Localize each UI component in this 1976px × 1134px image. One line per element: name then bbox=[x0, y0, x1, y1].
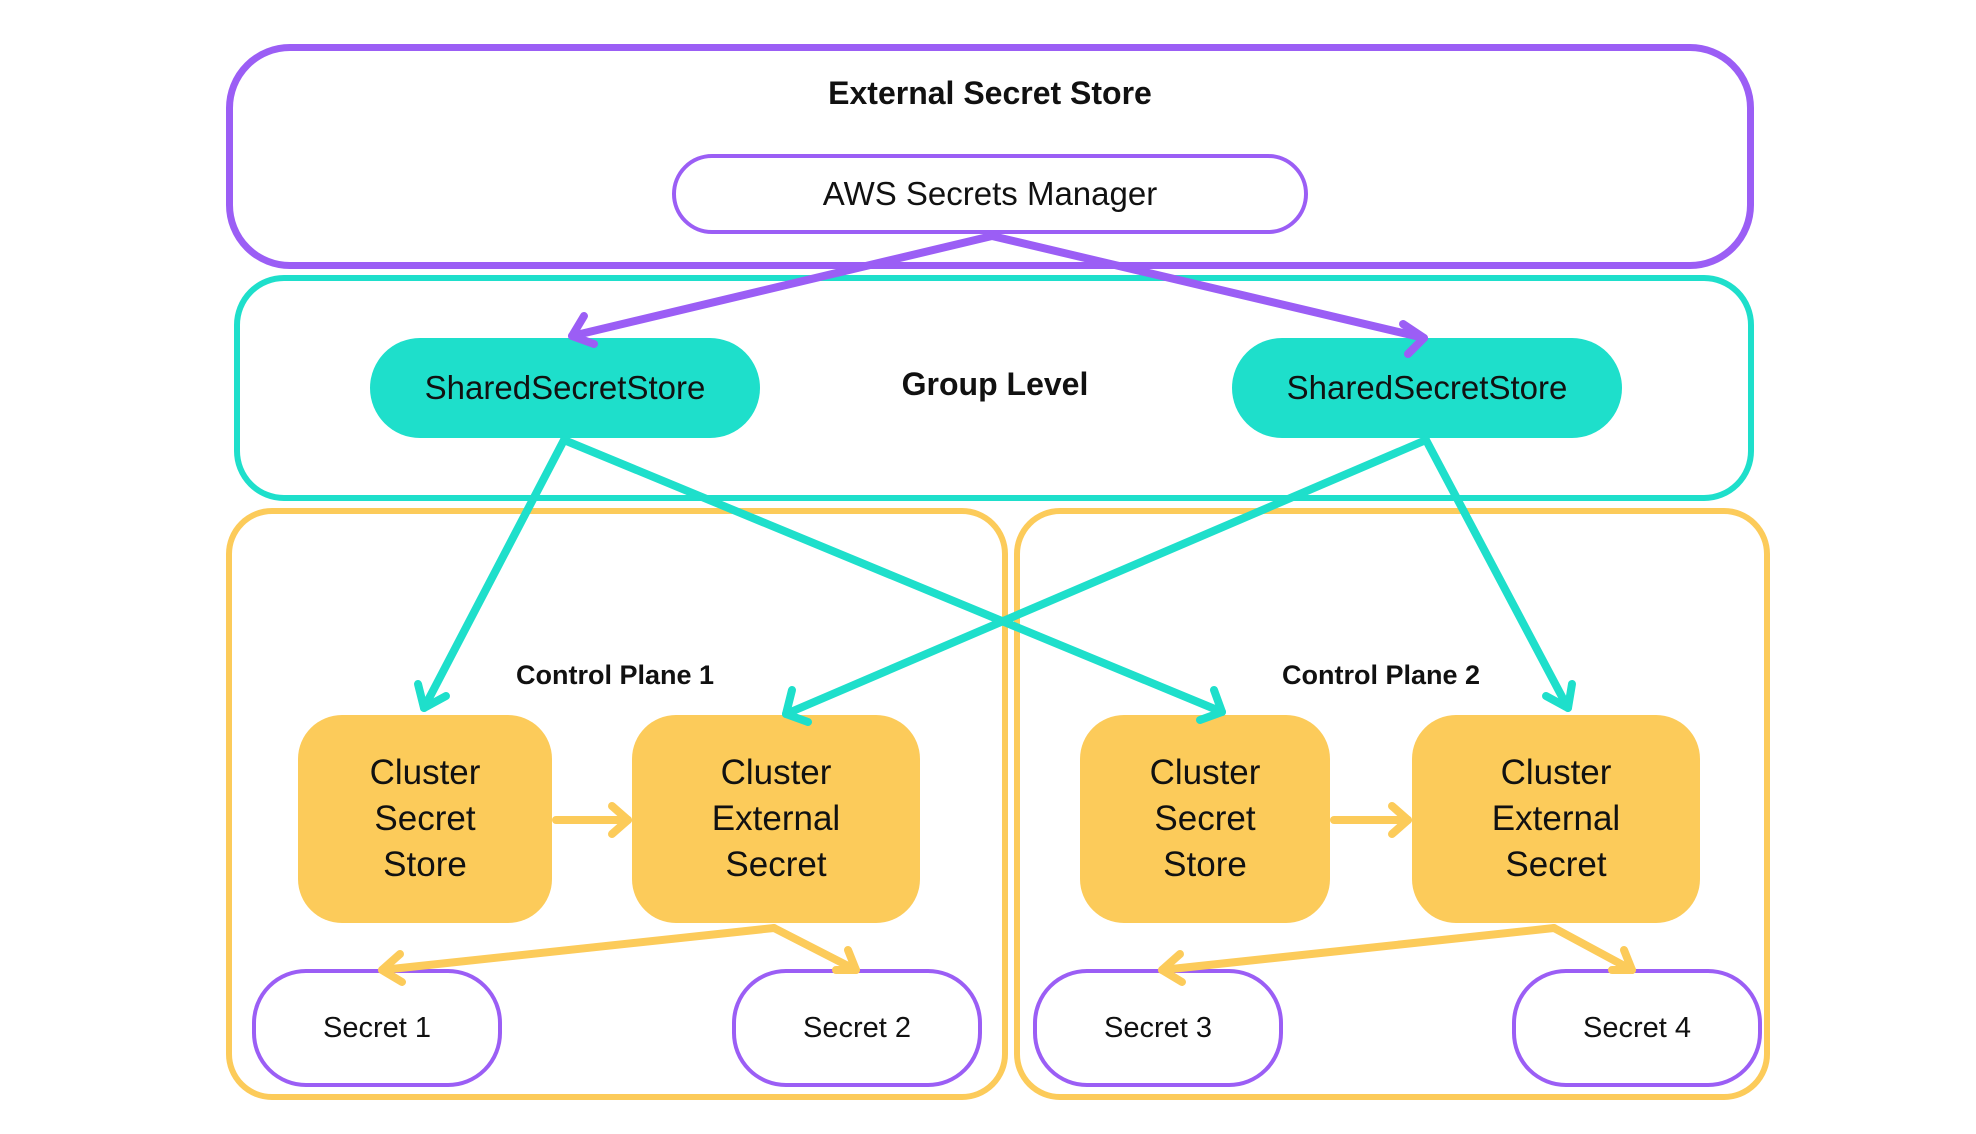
secret-label: Secret 1 bbox=[323, 1011, 431, 1044]
aws-secrets-manager-node: AWS Secrets Manager bbox=[672, 154, 1308, 234]
cluster-secret-store-1: Cluster Secret Store bbox=[298, 715, 552, 923]
external-secret-store-title: External Secret Store bbox=[828, 75, 1152, 111]
aws-secrets-manager-label: AWS Secrets Manager bbox=[822, 175, 1158, 212]
secret-1-node: Secret 1 bbox=[252, 969, 502, 1087]
control-plane-2-title: Control Plane 2 bbox=[1281, 660, 1481, 690]
shared-secret-store-1: SharedSecretStore bbox=[370, 338, 760, 438]
cluster-external-secret-label: Cluster External Secret bbox=[711, 753, 841, 884]
secret-label: Secret 3 bbox=[1104, 1011, 1212, 1044]
shared-secret-store-label: SharedSecretStore bbox=[1286, 369, 1568, 406]
cluster-external-secret-label: Cluster External Secret bbox=[1491, 753, 1621, 884]
shared-secret-store-label: SharedSecretStore bbox=[424, 369, 706, 406]
shared-secret-store-2: SharedSecretStore bbox=[1232, 338, 1622, 438]
group-level-title: Group Level bbox=[901, 366, 1089, 402]
cluster-external-secret-1: Cluster External Secret bbox=[632, 715, 920, 923]
cluster-secret-store-label: Cluster Secret Store bbox=[369, 753, 481, 884]
secret-4-node: Secret 4 bbox=[1512, 969, 1762, 1087]
secret-label: Secret 4 bbox=[1583, 1011, 1691, 1044]
secret-2-node: Secret 2 bbox=[732, 969, 982, 1087]
cluster-secret-store-label: Cluster Secret Store bbox=[1149, 753, 1261, 884]
secret-3-node: Secret 3 bbox=[1033, 969, 1283, 1087]
cluster-external-secret-2: Cluster External Secret bbox=[1412, 715, 1700, 923]
cluster-secret-store-2: Cluster Secret Store bbox=[1080, 715, 1330, 923]
control-plane-1-title: Control Plane 1 bbox=[515, 660, 715, 690]
secret-label: Secret 2 bbox=[803, 1011, 911, 1044]
